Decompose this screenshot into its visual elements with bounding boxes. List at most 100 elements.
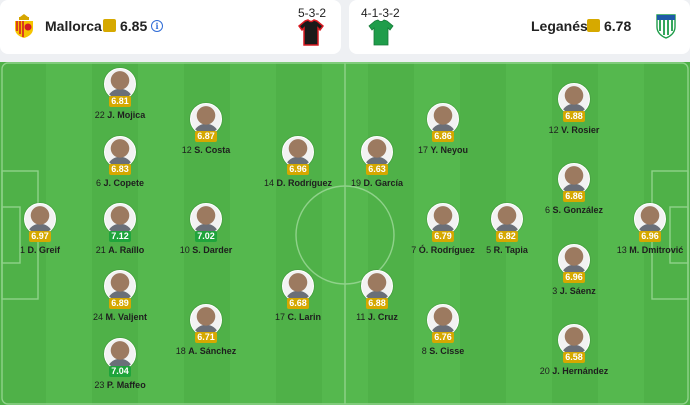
player-name: 6 J. Copete bbox=[95, 178, 145, 188]
player-avatar bbox=[558, 83, 590, 115]
player-avatar bbox=[634, 203, 666, 235]
player-rating-badge: 6.81 bbox=[109, 96, 131, 107]
green-shirt-icon bbox=[368, 19, 394, 46]
away-team-rating: 6.78 bbox=[604, 18, 632, 34]
player-name: 14 D. Rodríguez bbox=[263, 178, 333, 188]
player-rating-badge: 6.68 bbox=[287, 298, 309, 309]
player-card[interactable]: 6.96 13 M. Dmitrović bbox=[595, 203, 690, 273]
player-name: 8 S. Cisse bbox=[421, 346, 465, 356]
player-card[interactable]: 6.63 19 D. García bbox=[322, 136, 432, 206]
home-team-name[interactable]: Mallorca bbox=[45, 18, 102, 34]
player-card[interactable]: 7.04 23 P. Maffeo bbox=[65, 338, 175, 405]
player-avatar bbox=[491, 203, 523, 235]
home-team-card: Mallorca 6.85 i 5-3-2 bbox=[0, 0, 341, 54]
player-avatar bbox=[24, 203, 56, 235]
player-card[interactable]: 7.02 10 S. Darder bbox=[151, 203, 261, 273]
player-avatar bbox=[558, 244, 590, 276]
player-name: 17 C. Larin bbox=[274, 312, 322, 322]
player-name: 19 D. García bbox=[350, 178, 404, 188]
player-name: 17 Y. Neyou bbox=[417, 145, 469, 155]
away-rating-square bbox=[587, 19, 600, 32]
player-card[interactable]: 6.97 1 D. Greif bbox=[0, 203, 95, 273]
player-avatar bbox=[558, 324, 590, 356]
player-name: 3 J. Sáenz bbox=[552, 286, 596, 296]
player-name: 12 V. Rosier bbox=[548, 125, 600, 135]
player-name: 18 A. Sánchez bbox=[175, 346, 237, 356]
player-name: 23 P. Maffeo bbox=[94, 380, 146, 390]
player-name: 5 R. Tapia bbox=[486, 245, 528, 255]
player-rating-badge: 6.58 bbox=[563, 352, 585, 363]
pitch: 6.81 22 J. Mojica 6.83 6 J. Copete 6.97 … bbox=[0, 62, 690, 405]
player-card[interactable]: 6.82 5 R. Tapia bbox=[452, 203, 562, 273]
player-card[interactable]: 6.88 11 J. Cruz bbox=[322, 270, 432, 340]
away-team-card: 4-1-3-2 Leganés 6.78 bbox=[349, 0, 690, 54]
player-avatar bbox=[104, 338, 136, 370]
away-team-name[interactable]: Leganés bbox=[531, 18, 588, 34]
away-formation: 4-1-3-2 bbox=[361, 6, 400, 20]
player-rating-badge: 6.88 bbox=[366, 298, 388, 309]
player-avatar bbox=[282, 270, 314, 302]
player-avatar bbox=[104, 136, 136, 168]
home-formation: 5-3-2 bbox=[298, 6, 327, 20]
player-name: 22 J. Mojica bbox=[94, 110, 146, 120]
player-rating-badge: 6.97 bbox=[29, 231, 51, 242]
mallorca-crest-icon bbox=[15, 14, 33, 38]
player-rating-badge: 6.96 bbox=[563, 272, 585, 283]
player-name: 12 S. Costa bbox=[181, 145, 231, 155]
player-rating-badge: 7.04 bbox=[109, 366, 131, 377]
player-rating-badge: 6.63 bbox=[366, 164, 388, 175]
player-avatar bbox=[190, 304, 222, 336]
player-rating-badge: 6.86 bbox=[563, 191, 585, 202]
leganes-crest-icon bbox=[656, 14, 676, 39]
player-rating-badge: 6.83 bbox=[109, 164, 131, 175]
player-card[interactable]: 6.68 17 C. Larin bbox=[243, 270, 353, 340]
player-card[interactable]: 6.88 12 V. Rosier bbox=[519, 83, 629, 153]
player-avatar bbox=[427, 203, 459, 235]
player-avatar bbox=[427, 103, 459, 135]
player-avatar bbox=[104, 270, 136, 302]
player-card[interactable]: 6.81 22 J. Mojica bbox=[65, 68, 175, 138]
player-avatar bbox=[190, 203, 222, 235]
player-name: 7 Ó. Rodríguez bbox=[411, 245, 475, 255]
player-card[interactable]: 6.86 6 S. González bbox=[519, 163, 629, 233]
player-rating-badge: 7.02 bbox=[195, 231, 217, 242]
player-rating-badge: 6.88 bbox=[563, 111, 585, 122]
black-shirt-icon bbox=[298, 19, 324, 46]
info-icon[interactable]: i bbox=[151, 20, 163, 32]
player-card[interactable]: 6.96 3 J. Sáenz bbox=[519, 244, 629, 314]
player-card[interactable]: 6.58 20 J. Hernández bbox=[519, 324, 629, 394]
player-rating-badge: 6.71 bbox=[195, 332, 217, 343]
player-name: 24 M. Valjent bbox=[92, 312, 148, 322]
player-rating-badge: 6.96 bbox=[639, 231, 661, 242]
player-name: 11 J. Cruz bbox=[356, 312, 398, 322]
player-card[interactable]: 6.79 7 Ó. Rodríguez bbox=[388, 203, 498, 273]
player-card[interactable]: 7.12 21 A. Raíllo bbox=[65, 203, 175, 273]
player-card[interactable]: 6.96 14 D. Rodríguez bbox=[243, 136, 353, 206]
player-avatar bbox=[104, 68, 136, 100]
player-name: 1 D. Greif bbox=[19, 245, 61, 255]
player-avatar bbox=[190, 103, 222, 135]
player-name: 6 S. González bbox=[544, 205, 604, 215]
home-team-rating: 6.85 bbox=[120, 18, 148, 34]
player-avatar bbox=[361, 270, 393, 302]
player-rating-badge: 6.82 bbox=[496, 231, 518, 242]
player-avatar bbox=[282, 136, 314, 168]
player-card[interactable]: 6.76 8 S. Cisse bbox=[388, 304, 498, 374]
player-card[interactable]: 6.71 18 A. Sánchez bbox=[151, 304, 261, 374]
player-card[interactable]: 6.89 24 M. Valjent bbox=[65, 270, 175, 340]
player-rating-badge: 7.12 bbox=[109, 231, 131, 242]
player-card[interactable]: 6.86 17 Y. Neyou bbox=[388, 103, 498, 173]
player-avatar bbox=[361, 136, 393, 168]
player-rating-badge: 6.86 bbox=[432, 131, 454, 142]
player-rating-badge: 6.79 bbox=[432, 231, 454, 242]
player-name: 21 A. Raíllo bbox=[95, 245, 145, 255]
player-name: 20 J. Hernández bbox=[539, 366, 609, 376]
player-name: 10 S. Darder bbox=[179, 245, 233, 255]
player-avatar bbox=[558, 163, 590, 195]
player-card[interactable]: 6.83 6 J. Copete bbox=[65, 136, 175, 206]
player-name: 13 M. Dmitrović bbox=[616, 245, 684, 255]
player-rating-badge: 6.96 bbox=[287, 164, 309, 175]
player-avatar bbox=[427, 304, 459, 336]
player-card[interactable]: 6.87 12 S. Costa bbox=[151, 103, 261, 173]
player-rating-badge: 6.76 bbox=[432, 332, 454, 343]
